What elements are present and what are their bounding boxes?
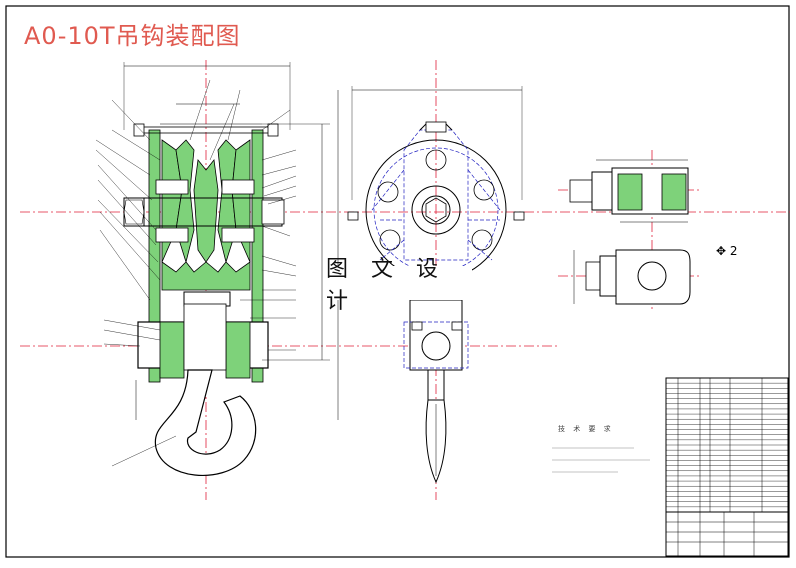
bearing-lower-right	[221, 227, 255, 243]
crosshead-right-hatch	[225, 321, 251, 379]
bearing-lower-left	[155, 227, 189, 243]
parts-list-table	[665, 377, 789, 557]
bearing-upper-left	[155, 179, 189, 195]
detail-views	[558, 150, 700, 312]
spokes-hidden	[371, 169, 501, 261]
shaft-end-right	[261, 199, 285, 225]
sheave-3	[193, 159, 219, 263]
shaft-nut	[123, 197, 145, 227]
right-side-plate	[251, 129, 264, 383]
side-view	[347, 60, 525, 500]
watermark-text: 图 文 设 计	[326, 257, 472, 314]
bearing-upper-right	[221, 179, 255, 195]
technical-notes-lines	[552, 447, 650, 473]
technical-notes-title: 技 术 要 求	[558, 425, 614, 433]
crosshead-left-hatch	[159, 321, 185, 379]
crosshead-side	[409, 299, 463, 371]
view-label: ✥ 2	[716, 244, 738, 258]
leader-lines-left	[95, 99, 177, 467]
axle-circle	[421, 195, 451, 225]
leader-lines-right	[189, 79, 297, 351]
view-label-number: 2	[729, 244, 738, 258]
drawing-title: A0-10T吊钩装配图	[24, 22, 241, 50]
left-side-plate	[148, 129, 161, 383]
axle-nut	[425, 197, 447, 223]
parts-list-rows	[666, 382, 788, 508]
detail-plan-body	[615, 249, 691, 305]
hook-body	[154, 369, 257, 477]
arrow-icon: ✥	[716, 244, 727, 258]
hook-shank-section	[183, 303, 227, 371]
sheave-lower	[161, 261, 251, 291]
title-block	[666, 511, 788, 556]
front-section-view	[20, 60, 790, 500]
sheet-border	[5, 5, 790, 558]
